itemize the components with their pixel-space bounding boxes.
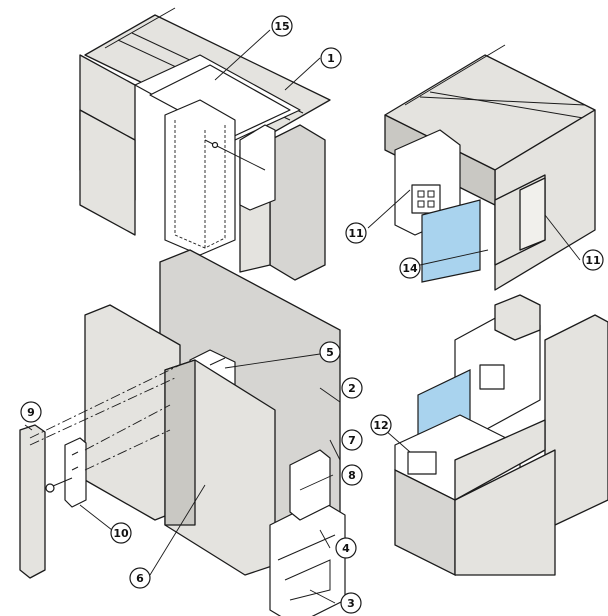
- column-box: [164, 99, 236, 256]
- screw-icon: [45, 477, 73, 493]
- svg-text:2: 2: [348, 382, 356, 395]
- insulated-panel-right: [269, 124, 326, 281]
- callout-11-left: 11: [345, 222, 367, 244]
- sill-front-panel: [454, 449, 556, 576]
- loose-strip: [19, 424, 46, 579]
- svg-text:12: 12: [373, 419, 388, 432]
- callout-4: 4: [335, 537, 357, 559]
- svg-text:1: 1: [327, 52, 335, 65]
- callout-6: 6: [129, 567, 151, 589]
- callout-11-right: 11: [582, 249, 604, 271]
- detail-window-head: [367, 44, 596, 291]
- detail-wall-panel: [19, 249, 346, 616]
- svg-text:11: 11: [348, 227, 363, 240]
- callout-1: 1: [320, 47, 342, 69]
- callout-3: 3: [340, 592, 362, 614]
- callout-2: 2: [341, 377, 363, 399]
- svg-text:4: 4: [342, 542, 350, 555]
- svg-text:8: 8: [348, 469, 356, 482]
- svg-text:9: 9: [27, 406, 35, 419]
- svg-text:3: 3: [347, 597, 355, 610]
- callout-9: 9: [20, 401, 42, 423]
- svg-text:5: 5: [326, 346, 334, 359]
- callout-10: 10: [110, 522, 132, 544]
- detail-corner-column: [79, 7, 331, 281]
- svg-text:7: 7: [348, 434, 356, 447]
- callout-8: 8: [341, 464, 363, 486]
- svg-text:11: 11: [585, 254, 600, 267]
- fixing-clip: [64, 437, 87, 508]
- svg-text:14: 14: [402, 262, 418, 275]
- svg-text:15: 15: [274, 20, 289, 33]
- svg-text:6: 6: [136, 572, 144, 585]
- glass-pane: [421, 199, 481, 283]
- callout-12: 12: [370, 414, 392, 436]
- callout-5: 5: [319, 341, 341, 363]
- callout-14: 14: [399, 257, 421, 279]
- detail-window-sill: [384, 294, 608, 577]
- callout-15: 15: [271, 15, 293, 37]
- callout-7: 7: [341, 429, 363, 451]
- svg-text:10: 10: [113, 527, 129, 540]
